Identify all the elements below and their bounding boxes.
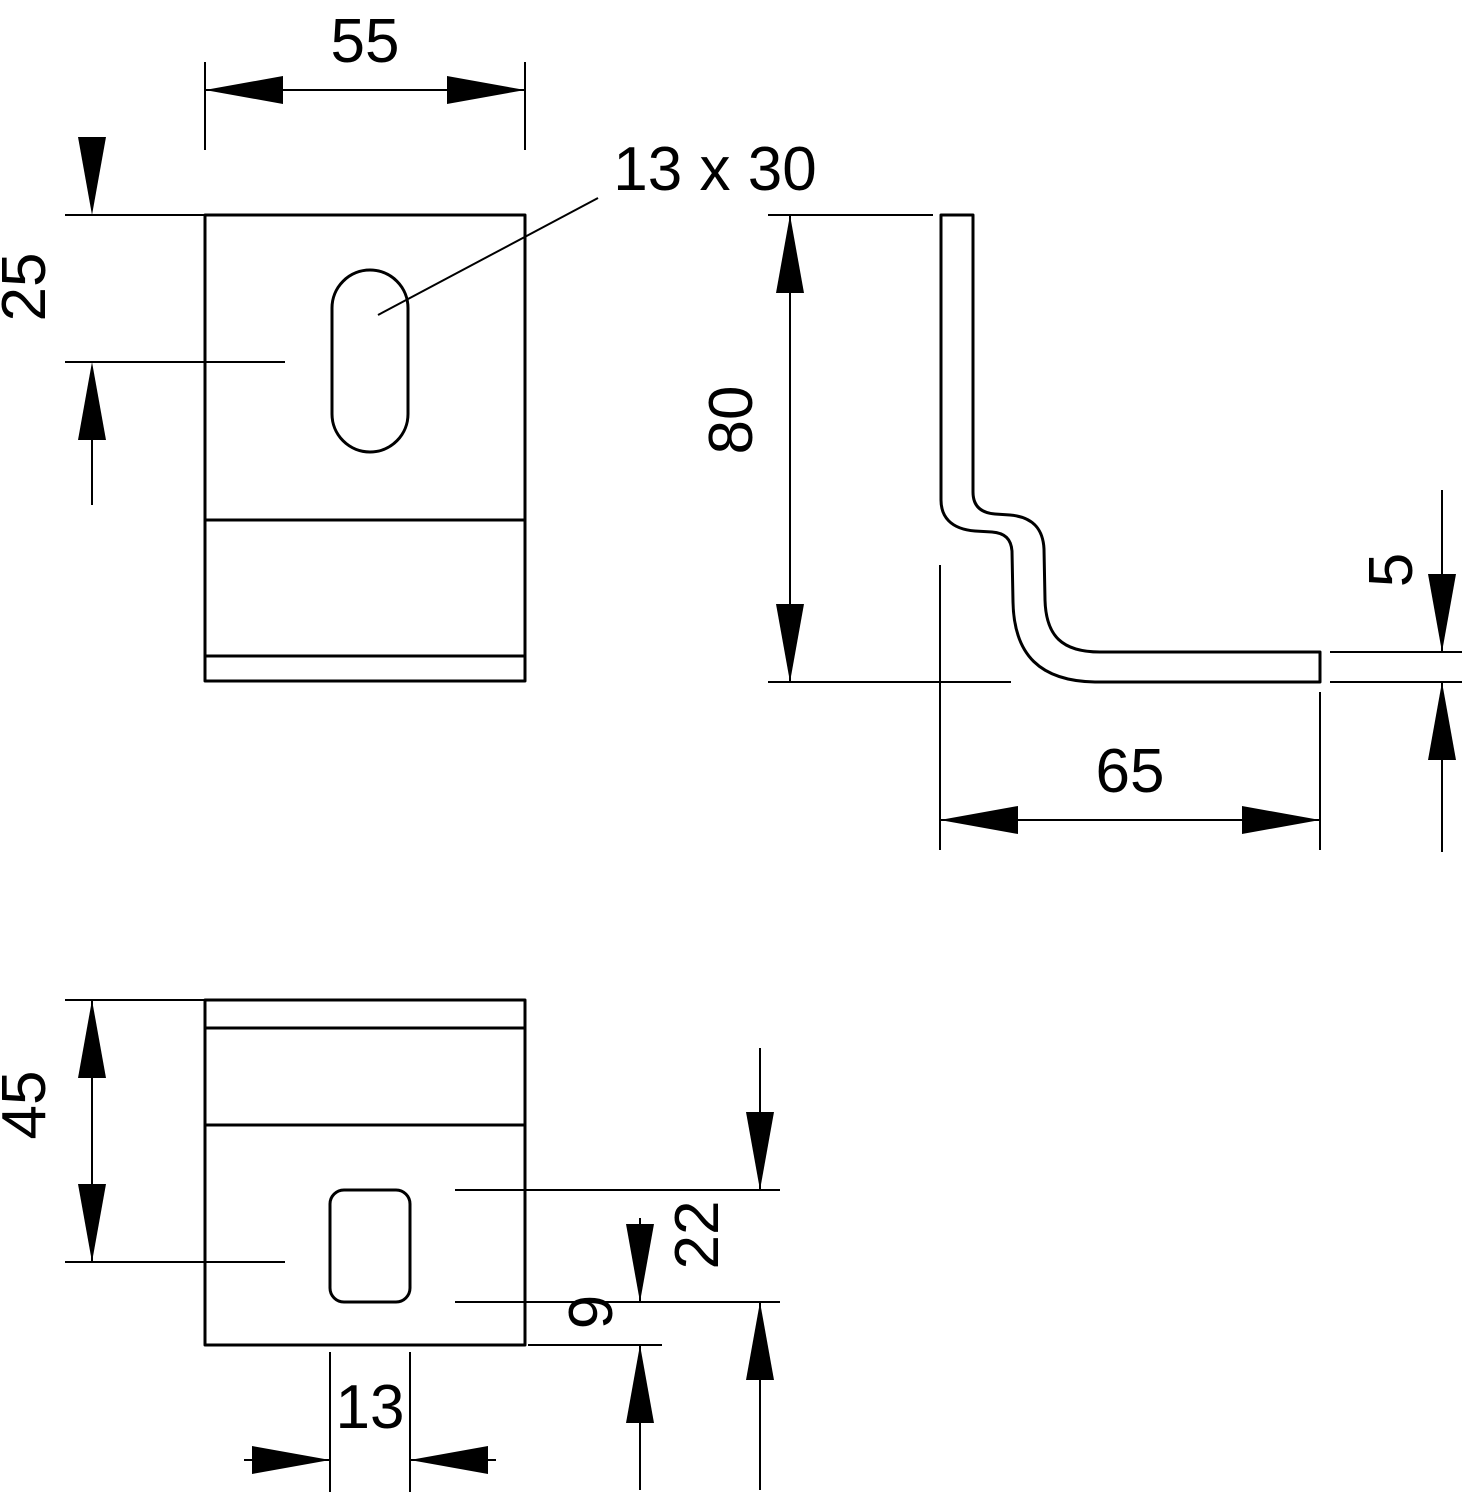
arrowhead-down (78, 1184, 106, 1262)
dim-thickness: 5 (1330, 490, 1462, 852)
dim-leg-length: 65 (939, 565, 1321, 850)
arrowhead-up (626, 1345, 654, 1423)
slot-callout: 13 x 30 (377, 135, 817, 316)
dim-80-label: 80 (697, 386, 766, 455)
arrowhead-right (252, 1446, 330, 1474)
side-view (939, 213, 1322, 684)
arrowhead-right (447, 76, 525, 104)
bottom-view (203, 998, 527, 1347)
arrowhead-up (78, 362, 106, 440)
arrowhead-up (746, 1302, 774, 1380)
arrowhead-up (776, 215, 804, 293)
dim-45-label: 45 (0, 1071, 59, 1140)
side-profile (939, 213, 1322, 684)
dim-height: 80 (697, 214, 1011, 683)
arrowhead-left (940, 806, 1018, 834)
front-view (203, 213, 527, 683)
arrowhead-down (776, 604, 804, 682)
front-slot-hole (330, 268, 410, 454)
dim-slot-width: 13 (244, 1352, 496, 1492)
dim-slot-position: 22 9 (455, 1048, 780, 1490)
dim-55-label: 55 (331, 7, 400, 76)
dim-22-label: 22 (663, 1201, 732, 1270)
dim-25-label: 25 (0, 253, 59, 322)
arrowhead-up (1428, 682, 1456, 760)
dim-5-label: 5 (1357, 553, 1426, 587)
arrowhead-down (78, 137, 106, 215)
arrowhead-up (78, 1000, 106, 1078)
dim-65-label: 65 (1096, 737, 1165, 806)
leader-line (377, 197, 599, 316)
arrowhead-down (746, 1112, 774, 1190)
arrowhead-left (410, 1446, 488, 1474)
arrowhead-right (1242, 806, 1320, 834)
arrowhead-left (205, 76, 283, 104)
dim-top-hole-offset: 25 (0, 137, 285, 505)
arrowhead-down (626, 1224, 654, 1302)
dim-bottom-offset: 45 (0, 999, 285, 1263)
bottom-slot-hole (328, 1188, 412, 1304)
dim-13-label: 13 (336, 1373, 405, 1442)
arrowhead-down (1428, 574, 1456, 652)
dim-top-width: 55 (204, 7, 526, 150)
dim-9-label: 9 (557, 1295, 626, 1329)
slot-size-label: 13 x 30 (613, 135, 816, 204)
